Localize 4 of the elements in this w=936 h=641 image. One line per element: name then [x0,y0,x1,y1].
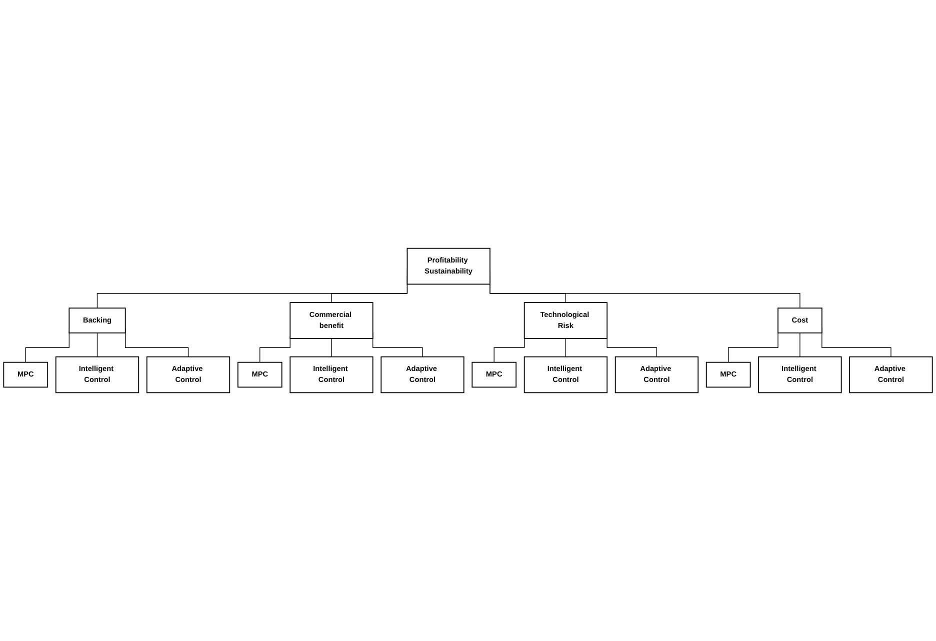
connector [25,330,70,363]
connector [331,338,332,358]
connector [96,332,98,358]
connector [565,338,566,358]
